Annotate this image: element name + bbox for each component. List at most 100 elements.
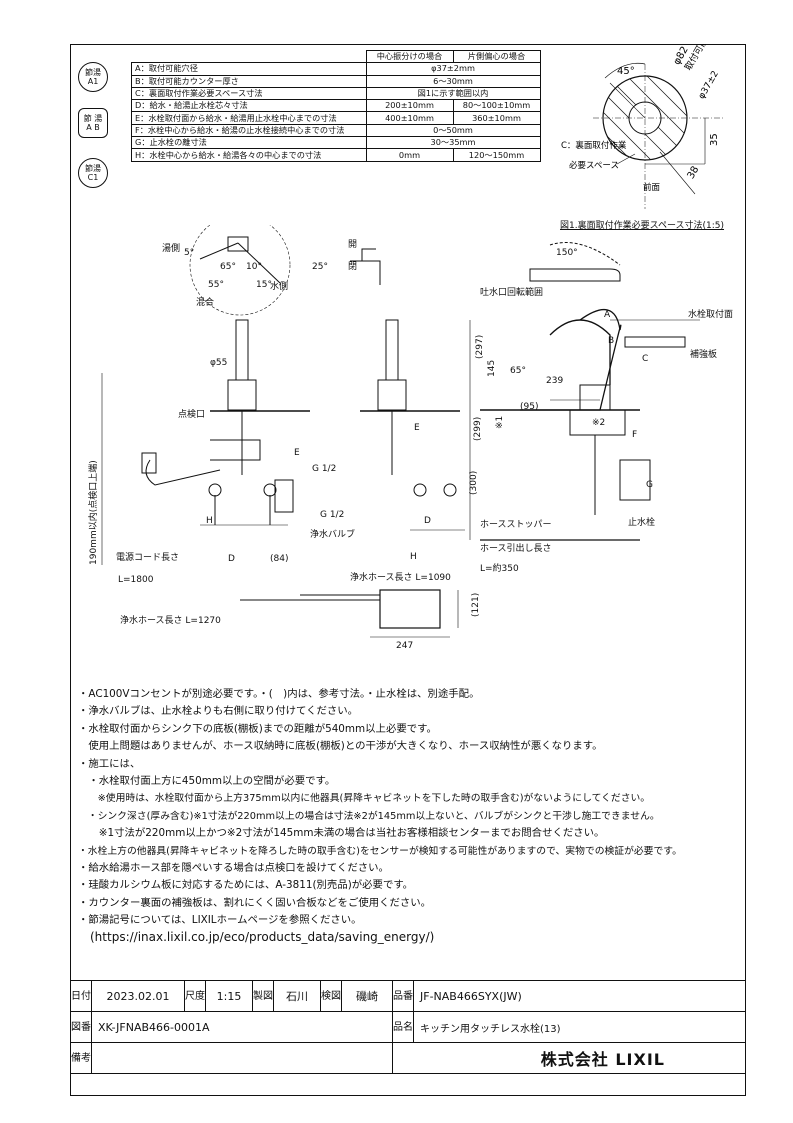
reinforce-plate (624, 336, 686, 348)
lever-profile (350, 248, 381, 285)
cord-length-label: 電源コード長さ (116, 552, 179, 563)
inspection-label: 点検口 (178, 408, 205, 420)
note-line: ・水栓取付面上方に450mm以上の空間が必要です。 (78, 774, 336, 787)
note-line: ・珪酸カルシウム板に対応するためには、A-3811(別売品)が必要です。 (78, 879, 414, 892)
hose-stopper-label: ホースストッパー (480, 519, 552, 530)
purifier-valve (274, 479, 294, 513)
angle-arc (604, 62, 646, 79)
title-row-1: 日付 2023.02.01 尺度 1:15 製図 石川 検図 磯崎 品番 JF-… (70, 980, 746, 1012)
dim-190-label: 190mm以内(点検口上端) (87, 460, 99, 565)
angle-5: 5° (184, 248, 194, 258)
stop-valve-label: 止水栓 (628, 516, 655, 528)
power-plug (141, 452, 157, 474)
spout-top (529, 268, 621, 282)
dim-299-label: (299) (473, 417, 483, 441)
hose-draw-label: ホース引出し長さ (480, 542, 552, 554)
spout-arch (520, 308, 622, 411)
faucet-spout-front (235, 319, 249, 381)
check-header: 検図 (320, 980, 342, 1012)
note-line: ※使用時は、水栓取付面から上方375mm以内に他器具(昇降キャビネットを下した時… (78, 793, 651, 805)
spec-label: D：給水・給湯止水栓芯々寸法 (131, 99, 367, 113)
angle-65-install: 65° (510, 366, 526, 376)
drawing-no-header: 図番 (70, 1011, 92, 1043)
badge-line1: 節湯 (85, 68, 101, 77)
spec-value: φ37±2mm (365, 62, 541, 76)
angle-line-cold (237, 242, 281, 284)
part-value: JF-NAB466SYX(JW) (413, 980, 746, 1012)
angle-10: 10° (246, 262, 262, 272)
note-line: (https://inax.lixil.co.jp/eco/products_d… (78, 930, 435, 945)
dim-35: 35 (709, 133, 720, 146)
fig1-hole-detail: 45° φ82 取付可能穴 φ37±2 35 38 C：裏面取付作業 必要スペー… (561, 44, 725, 209)
dim-121-label: (121) (471, 593, 481, 617)
angle-line (609, 82, 646, 119)
note-line: 使用上問題はありませんが、ホース収納時に底板(棚板)との干渉が大きくなり、ホース… (78, 740, 603, 753)
name-value: キッチン用タッチレス水栓(13) (413, 1011, 746, 1043)
c-label: C (642, 354, 648, 364)
g12-label-a: G 1/2 (312, 464, 336, 474)
part-header: 品番 (392, 980, 414, 1012)
spec-label: C：裏面取付作業必要スペース寸法 (131, 86, 367, 101)
drawn-value: 石川 (273, 980, 321, 1012)
company-name: 株式会社 LIXIL (392, 1042, 746, 1074)
note-line: ・カウンター裏面の補強板は、割れにくく固い合板などをご使用ください。 (78, 896, 432, 909)
drawing-no-value: XK-JFNAB466-0001A (91, 1011, 393, 1043)
name-header: 品名 (392, 1011, 414, 1043)
spout-rotation-arc (549, 242, 621, 266)
date-value: 2023.02.01 (91, 980, 185, 1012)
drawn-header: 製図 (252, 980, 274, 1012)
stop-valve-side-b (443, 483, 457, 497)
spec-label: F：水栓中心から給水・給湯の止水栓接続中心までの寸法 (131, 123, 367, 138)
mount-face-label: 水栓取付面 (688, 308, 733, 320)
d-label-1: D (228, 554, 235, 564)
star2-label: ※2 (592, 418, 605, 428)
dim-247-label: 247 (396, 641, 413, 651)
spec-header-blank (132, 51, 367, 63)
d84-label: (84) (270, 554, 288, 564)
water-side-label: 水側 (270, 280, 288, 292)
power-cord (145, 459, 221, 486)
g-label: G (646, 480, 653, 490)
space-label-2: 必要スペース (569, 160, 619, 171)
handle-head (227, 236, 249, 252)
dim-239-label: 239 (546, 376, 563, 386)
spec-value: 図1に示す範囲以内 (365, 86, 541, 101)
spec-row-c: C：裏面取付作業必要スペース寸法図1に示す範囲以内 (131, 86, 541, 101)
leader (616, 153, 636, 165)
stop-valve-box (619, 459, 651, 501)
f-label: F (632, 430, 637, 440)
spout-neck (549, 319, 611, 385)
dim-38-line (659, 151, 696, 195)
date-header: 日付 (70, 980, 92, 1012)
technical-drawing: 湯側 水側 混合 5° 65° 10° 55° 15° 開 閉 25° 150°… (87, 225, 733, 651)
fig1-caption: 図1.裏面取付作業必要スペース寸法(1:5) (560, 221, 725, 231)
close-label: 閉 (348, 261, 357, 272)
d-label-2: D (424, 516, 431, 526)
spec-label: B：取付可能カウンター厚さ (131, 74, 367, 88)
hole-dia-label: φ37±2 (697, 69, 721, 101)
e-label-2: E (414, 423, 420, 433)
angle-line-hot (199, 242, 239, 260)
note-line: ・施工には、 (78, 757, 141, 770)
stop-valve-hot (208, 483, 222, 497)
spec-value-offset: 360±10mm (452, 111, 541, 125)
drawing-frame (70, 44, 746, 1096)
stop-valve-cold (263, 483, 277, 497)
remark-value (91, 1042, 393, 1074)
hose-1270-label: 浄水ホース長さ L=1270 (120, 614, 221, 626)
h-label-1: H (206, 516, 213, 526)
note-line: ・水栓取付面からシンク下の底板(棚板)までの距離が540mm以上必要です。 (78, 722, 437, 735)
mix-label: 混合 (196, 296, 214, 308)
faucet-body-side (377, 379, 407, 411)
a-label: A (604, 310, 611, 320)
note-line: ・給水給湯ホース部を隠ぺいする場合は点検口を設けてください。 (78, 861, 389, 874)
star1-label: ※1 (495, 416, 505, 429)
dim-95-label: (95) (520, 402, 538, 412)
